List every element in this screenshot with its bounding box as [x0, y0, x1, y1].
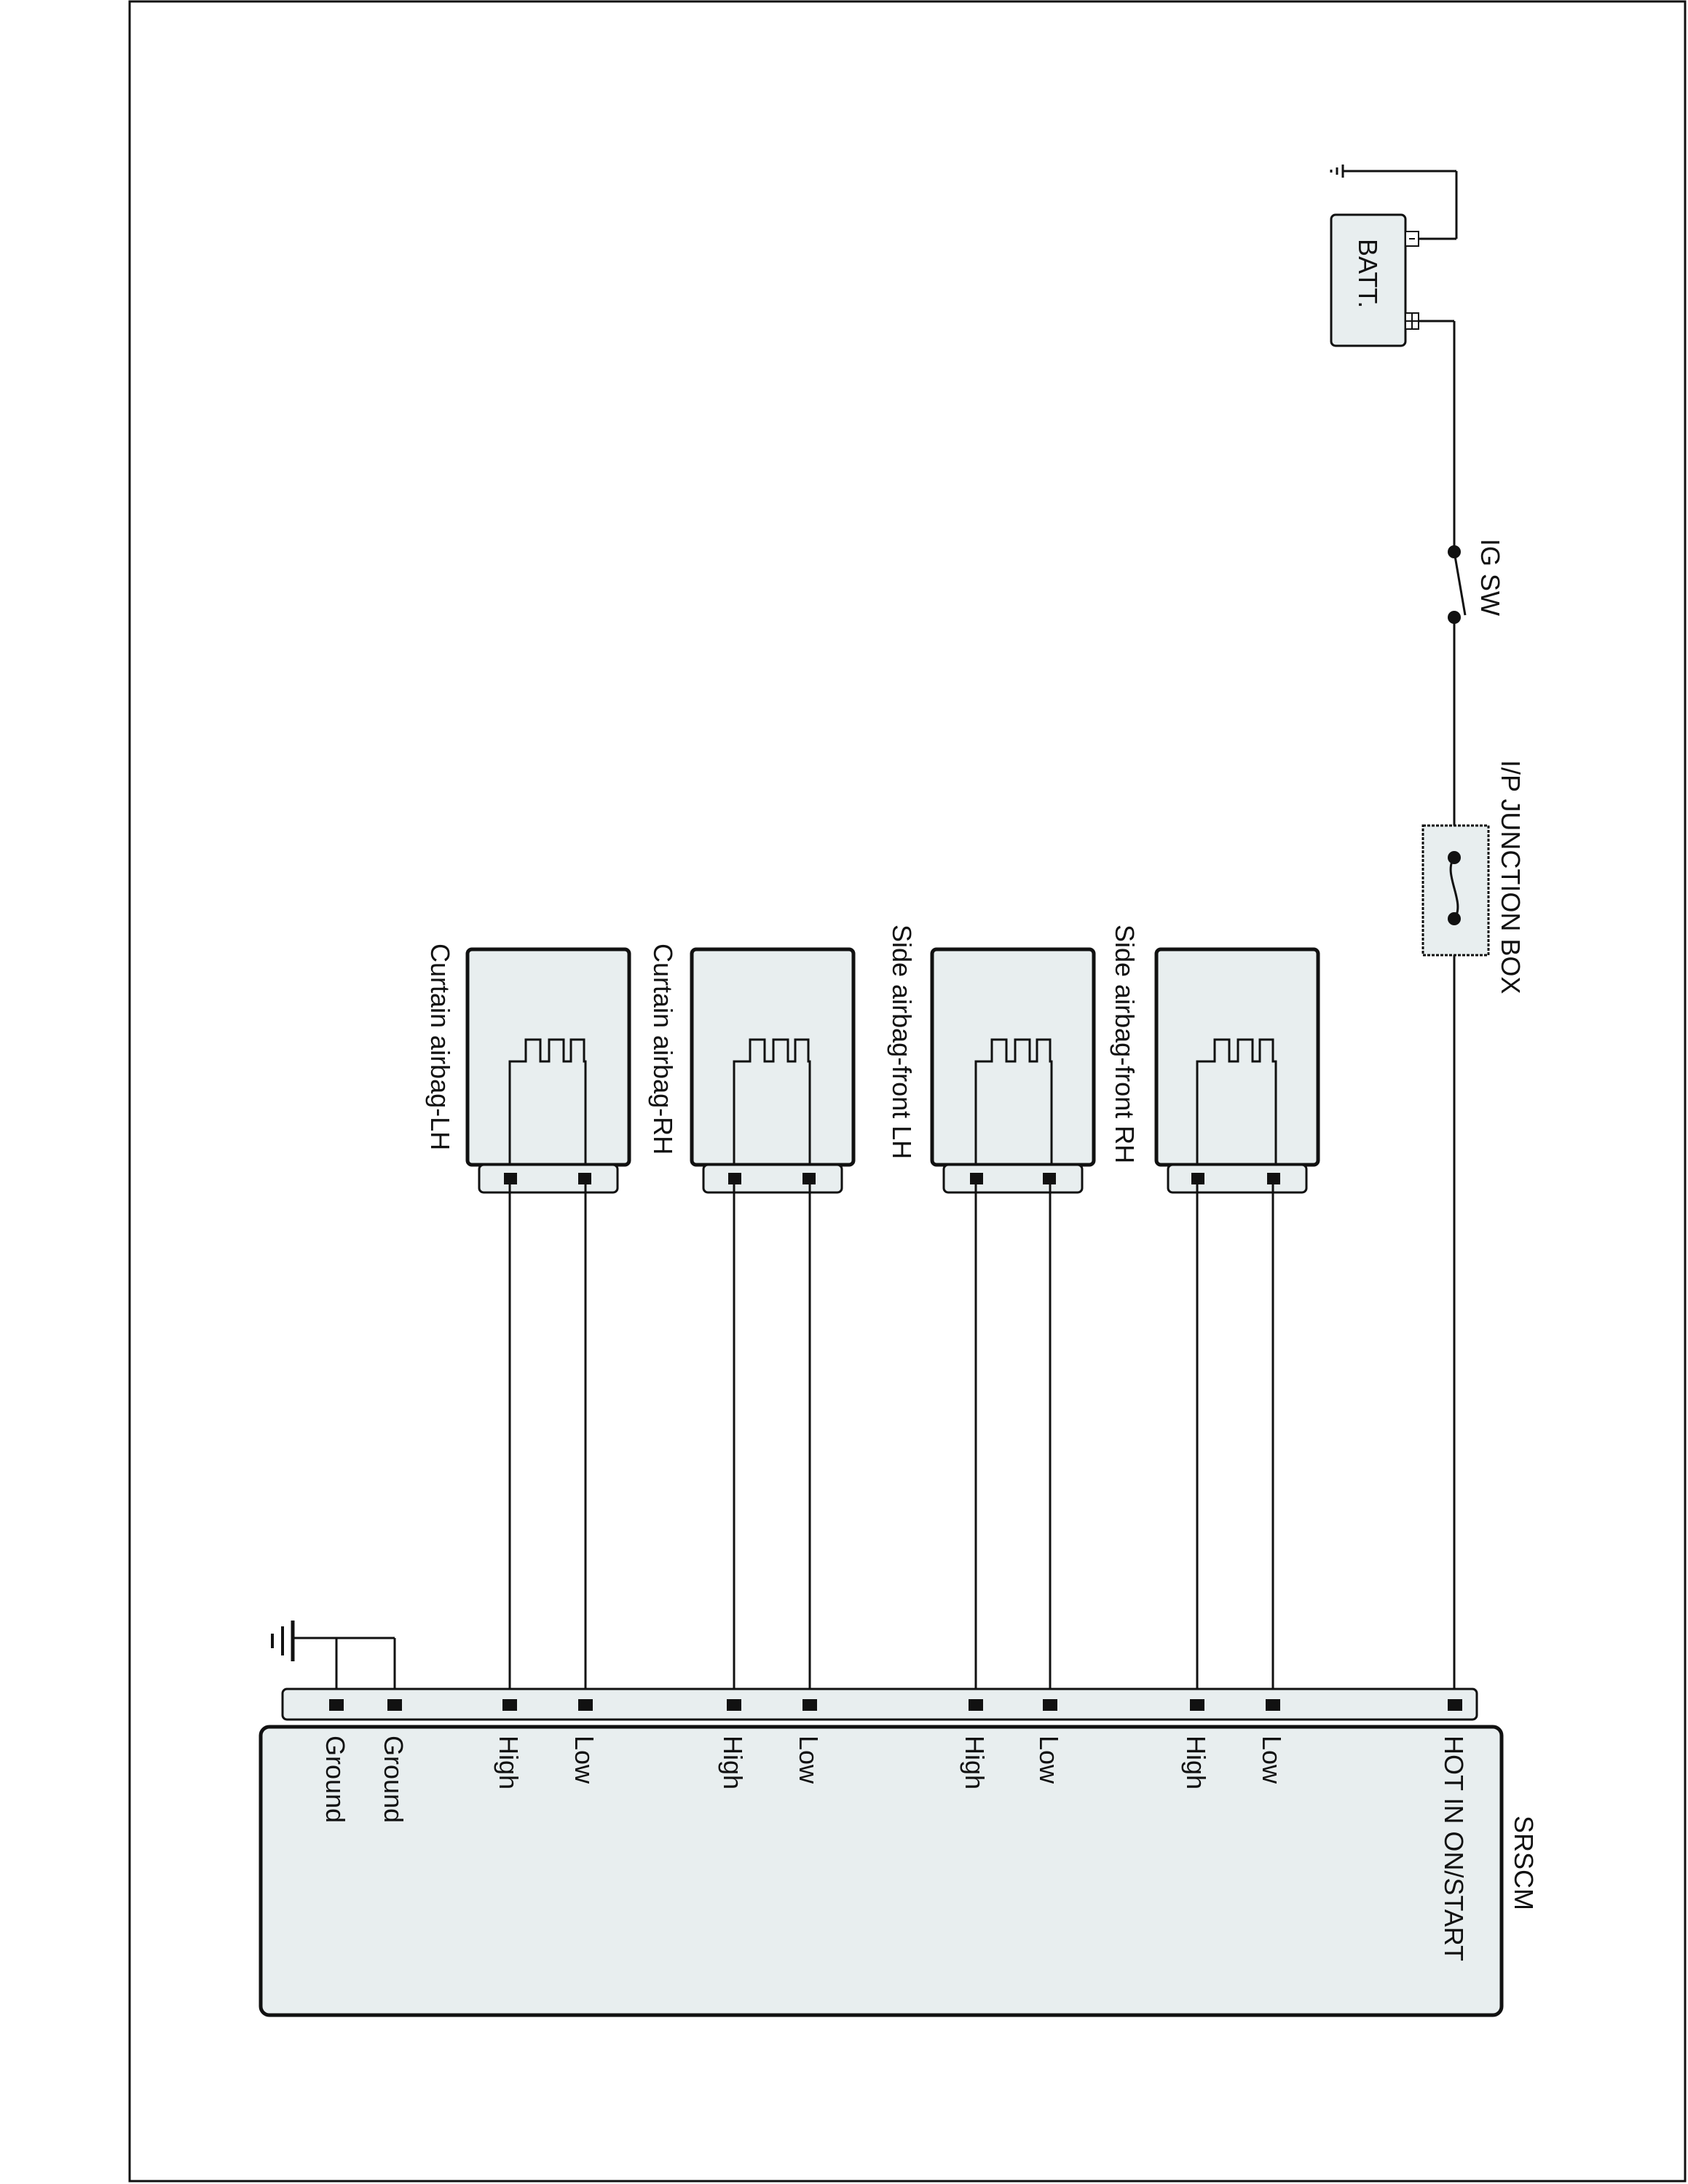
srscm-module: HOT IN ON/START Low High Low High Low Hi… — [259, 1688, 1539, 2017]
power-feed-wire — [1419, 320, 1456, 1705]
srscm-label: SRSCM — [1509, 1816, 1539, 1910]
pin-label: Ground — [379, 1736, 409, 1823]
airbag-label: Curtain airbag-RH — [648, 943, 678, 1155]
pin-label: Low — [794, 1736, 824, 1784]
pin-label: Ground — [320, 1736, 350, 1823]
ignition-switch: IG SW — [1448, 539, 1505, 624]
pin-label: High — [718, 1736, 748, 1789]
fuse-icon — [1449, 857, 1459, 919]
junction-box: I/P JUNCTION BOX — [1421, 760, 1526, 994]
pin-label: Low — [1034, 1736, 1064, 1784]
side-airbag-front-rh: Side airbag-front RH — [1110, 925, 1320, 1194]
ig-sw-label: IG SW — [1475, 539, 1505, 616]
page-frame — [128, 0, 1687, 2183]
srscm-connector — [281, 1688, 1478, 1721]
battery-ground-icon — [1330, 165, 1458, 240]
pin-label: High — [1181, 1736, 1211, 1789]
pin-label: Low — [1257, 1736, 1287, 1784]
battery: BATT. — [1330, 213, 1419, 347]
airbag-label: Side airbag-front RH — [1110, 925, 1140, 1163]
junction-box-label: I/P JUNCTION BOX — [1496, 760, 1526, 994]
curtain-airbag-rh: Curtain airbag-RH — [648, 943, 856, 1194]
airbag-harness-wires — [508, 1184, 1274, 1705]
pin-label: High — [960, 1736, 990, 1789]
battery-label: BATT. — [1353, 239, 1383, 308]
pin-label: HOT IN ON/START — [1439, 1736, 1469, 1961]
airbag-label: Curtain airbag-LH — [425, 943, 455, 1150]
side-airbag-front-lh: Side airbag-front LH — [887, 925, 1096, 1194]
pin-label: High — [494, 1736, 524, 1789]
pin-label: Low — [569, 1736, 599, 1784]
curtain-airbag-lh: Curtain airbag-LH — [425, 943, 631, 1194]
airbag-label: Side airbag-front LH — [887, 925, 917, 1159]
